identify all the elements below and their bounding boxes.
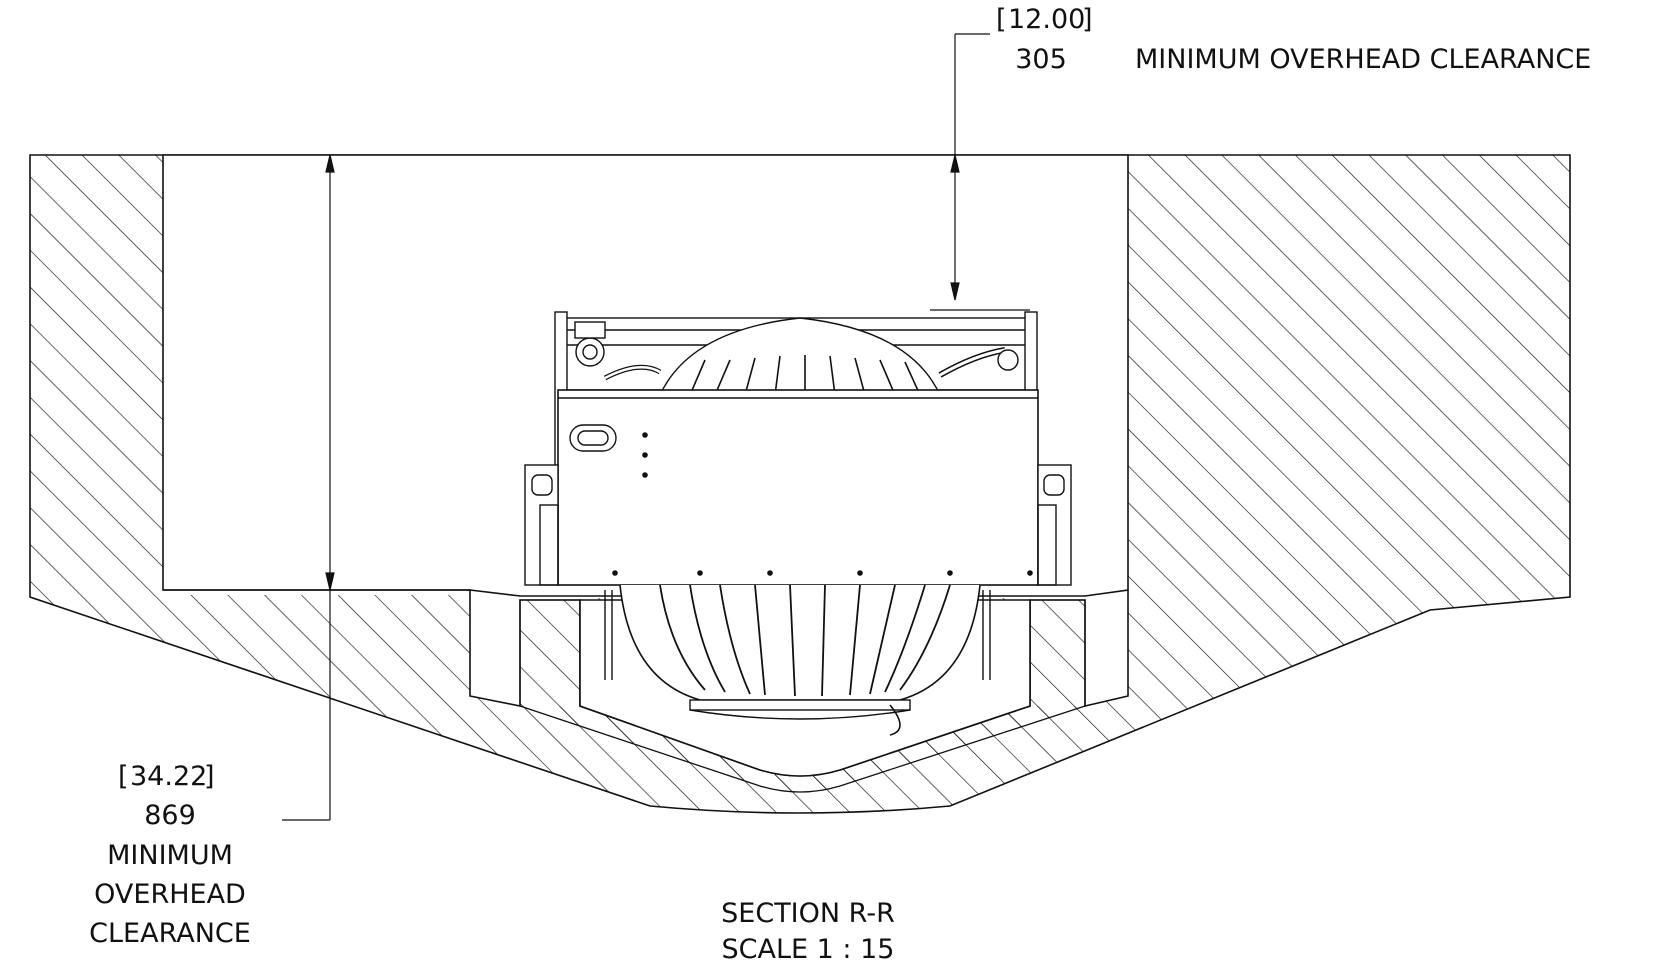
left-bracket-right: ]	[204, 761, 215, 792]
top-bracket-right: ]	[1082, 4, 1093, 35]
top-dim-arrow-down	[950, 282, 960, 301]
left-dim-label-line-3: CLEARANCE	[89, 918, 251, 949]
left-dim-imperial: 34.22	[130, 761, 207, 792]
top-dimension-callout: [ 12.00 ] 305 MINIMUM OVERHEAD CLEARANCE	[996, 4, 1591, 75]
housing-outline	[29, 154, 1571, 814]
left-dim-label-line-1: MINIMUM	[107, 840, 233, 871]
section-title: SECTION R-R	[721, 898, 895, 929]
top-dim-imperial: 12.00	[1008, 4, 1085, 35]
top-ribs	[689, 355, 921, 396]
top-dim-arrow-up	[950, 154, 960, 173]
left-bracket	[524, 464, 559, 586]
panel-slot	[569, 424, 617, 452]
left-dim-label-line-2: OVERHEAD	[94, 879, 246, 910]
left-bracket-left: [	[118, 761, 129, 792]
panel-bolts	[612, 432, 1033, 576]
housing-hatch-area	[30, 155, 1570, 813]
section-label: SECTION R-R SCALE 1 : 15	[721, 898, 895, 965]
left-dim-arrow-top	[325, 154, 335, 173]
left-dim-metric: 869	[144, 800, 196, 831]
top-dim-metric: 305	[1015, 44, 1067, 75]
machine-unit	[524, 309, 1072, 736]
lower-ribs	[659, 584, 951, 697]
left-dim-arrow-bottom	[325, 572, 335, 591]
section-scale: SCALE 1 : 15	[722, 934, 895, 965]
top-bracket-left: [	[996, 4, 1007, 35]
main-panel	[557, 389, 1039, 586]
lower-dome	[619, 584, 981, 701]
base-plate	[689, 699, 911, 711]
left-valve	[575, 337, 605, 367]
top-dim-label: MINIMUM OVERHEAD CLEARANCE	[1135, 44, 1591, 75]
right-bracket	[1037, 464, 1072, 586]
left-dimension-callout: [ 34.22 ] 869 MINIMUM OVERHEAD CLEARANCE	[89, 761, 251, 949]
dome-top	[659, 317, 941, 396]
right-valve	[997, 349, 1019, 371]
dimensions	[282, 33, 990, 821]
